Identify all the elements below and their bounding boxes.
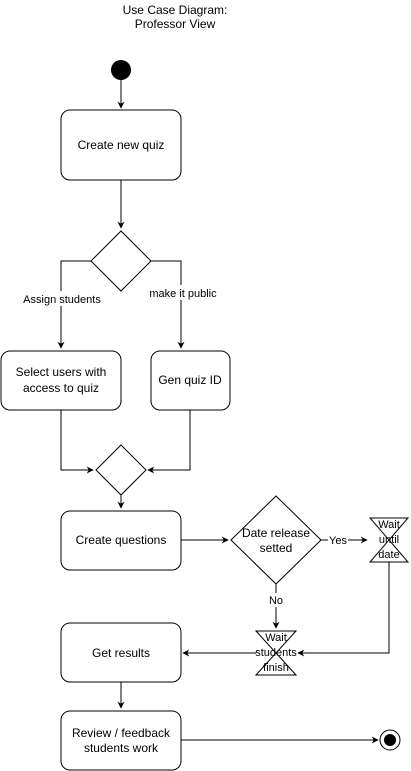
timer-wait-students-label-2: students <box>255 647 297 659</box>
timer-wait-students-label-3: finish <box>263 662 289 674</box>
edge-label-yes: Yes <box>329 535 347 547</box>
node-select-users-label-2: access to quiz <box>23 381 99 395</box>
decision-publish-mode <box>90 230 152 292</box>
timer-wait-students-label-1: Wait <box>265 632 287 644</box>
edge-select-users-to-merge <box>60 410 94 474</box>
edge-decision-to-gen-quiz-id <box>151 260 185 349</box>
timer-wait-until-date-label-2: until <box>379 534 399 546</box>
timer-wait-until-date-label-3: date <box>378 549 399 561</box>
timer-wait-until-date <box>368 517 410 563</box>
node-get-results-label: Get results <box>92 646 150 660</box>
node-create-quiz-label: Create new quiz <box>78 138 165 152</box>
start-node <box>111 60 131 80</box>
node-select-users-label-1: Select users with <box>16 365 107 379</box>
timer-wait-until-date-label-1: Wait <box>378 519 400 531</box>
edge-label-assign-students: Assign students <box>23 294 101 306</box>
edge-decision-to-select-users <box>57 260 91 349</box>
node-gen-quiz-id-label: Gen quiz ID <box>158 373 222 387</box>
label-bg-public <box>147 285 219 300</box>
timer-wait-students-finish <box>254 630 298 676</box>
node-review-feedback-label-2: students work <box>84 741 159 755</box>
edge-label-make-public: make it public <box>149 288 217 300</box>
diagram-title-line1: Use Case Diagram: <box>123 3 228 17</box>
edge-label-no: No <box>269 595 283 607</box>
label-bg-no <box>266 593 286 607</box>
decision-date-release-label-2: setted <box>260 541 293 555</box>
end-node-inner <box>384 734 396 746</box>
merge-node <box>95 444 147 496</box>
diagram-title-line2: Professor View <box>135 17 216 31</box>
node-create-questions-label: Create questions <box>76 533 167 547</box>
label-bg-assign <box>20 291 104 306</box>
edge-gen-quiz-id-to-merge <box>147 410 191 474</box>
decision-date-release-label-1: Date release <box>242 526 310 540</box>
node-review-feedback-label-1: Review / feedback <box>72 726 171 740</box>
edge-wait-date-to-wait-students <box>297 562 390 657</box>
label-bg-yes <box>328 533 348 547</box>
decision-date-release <box>230 495 322 585</box>
